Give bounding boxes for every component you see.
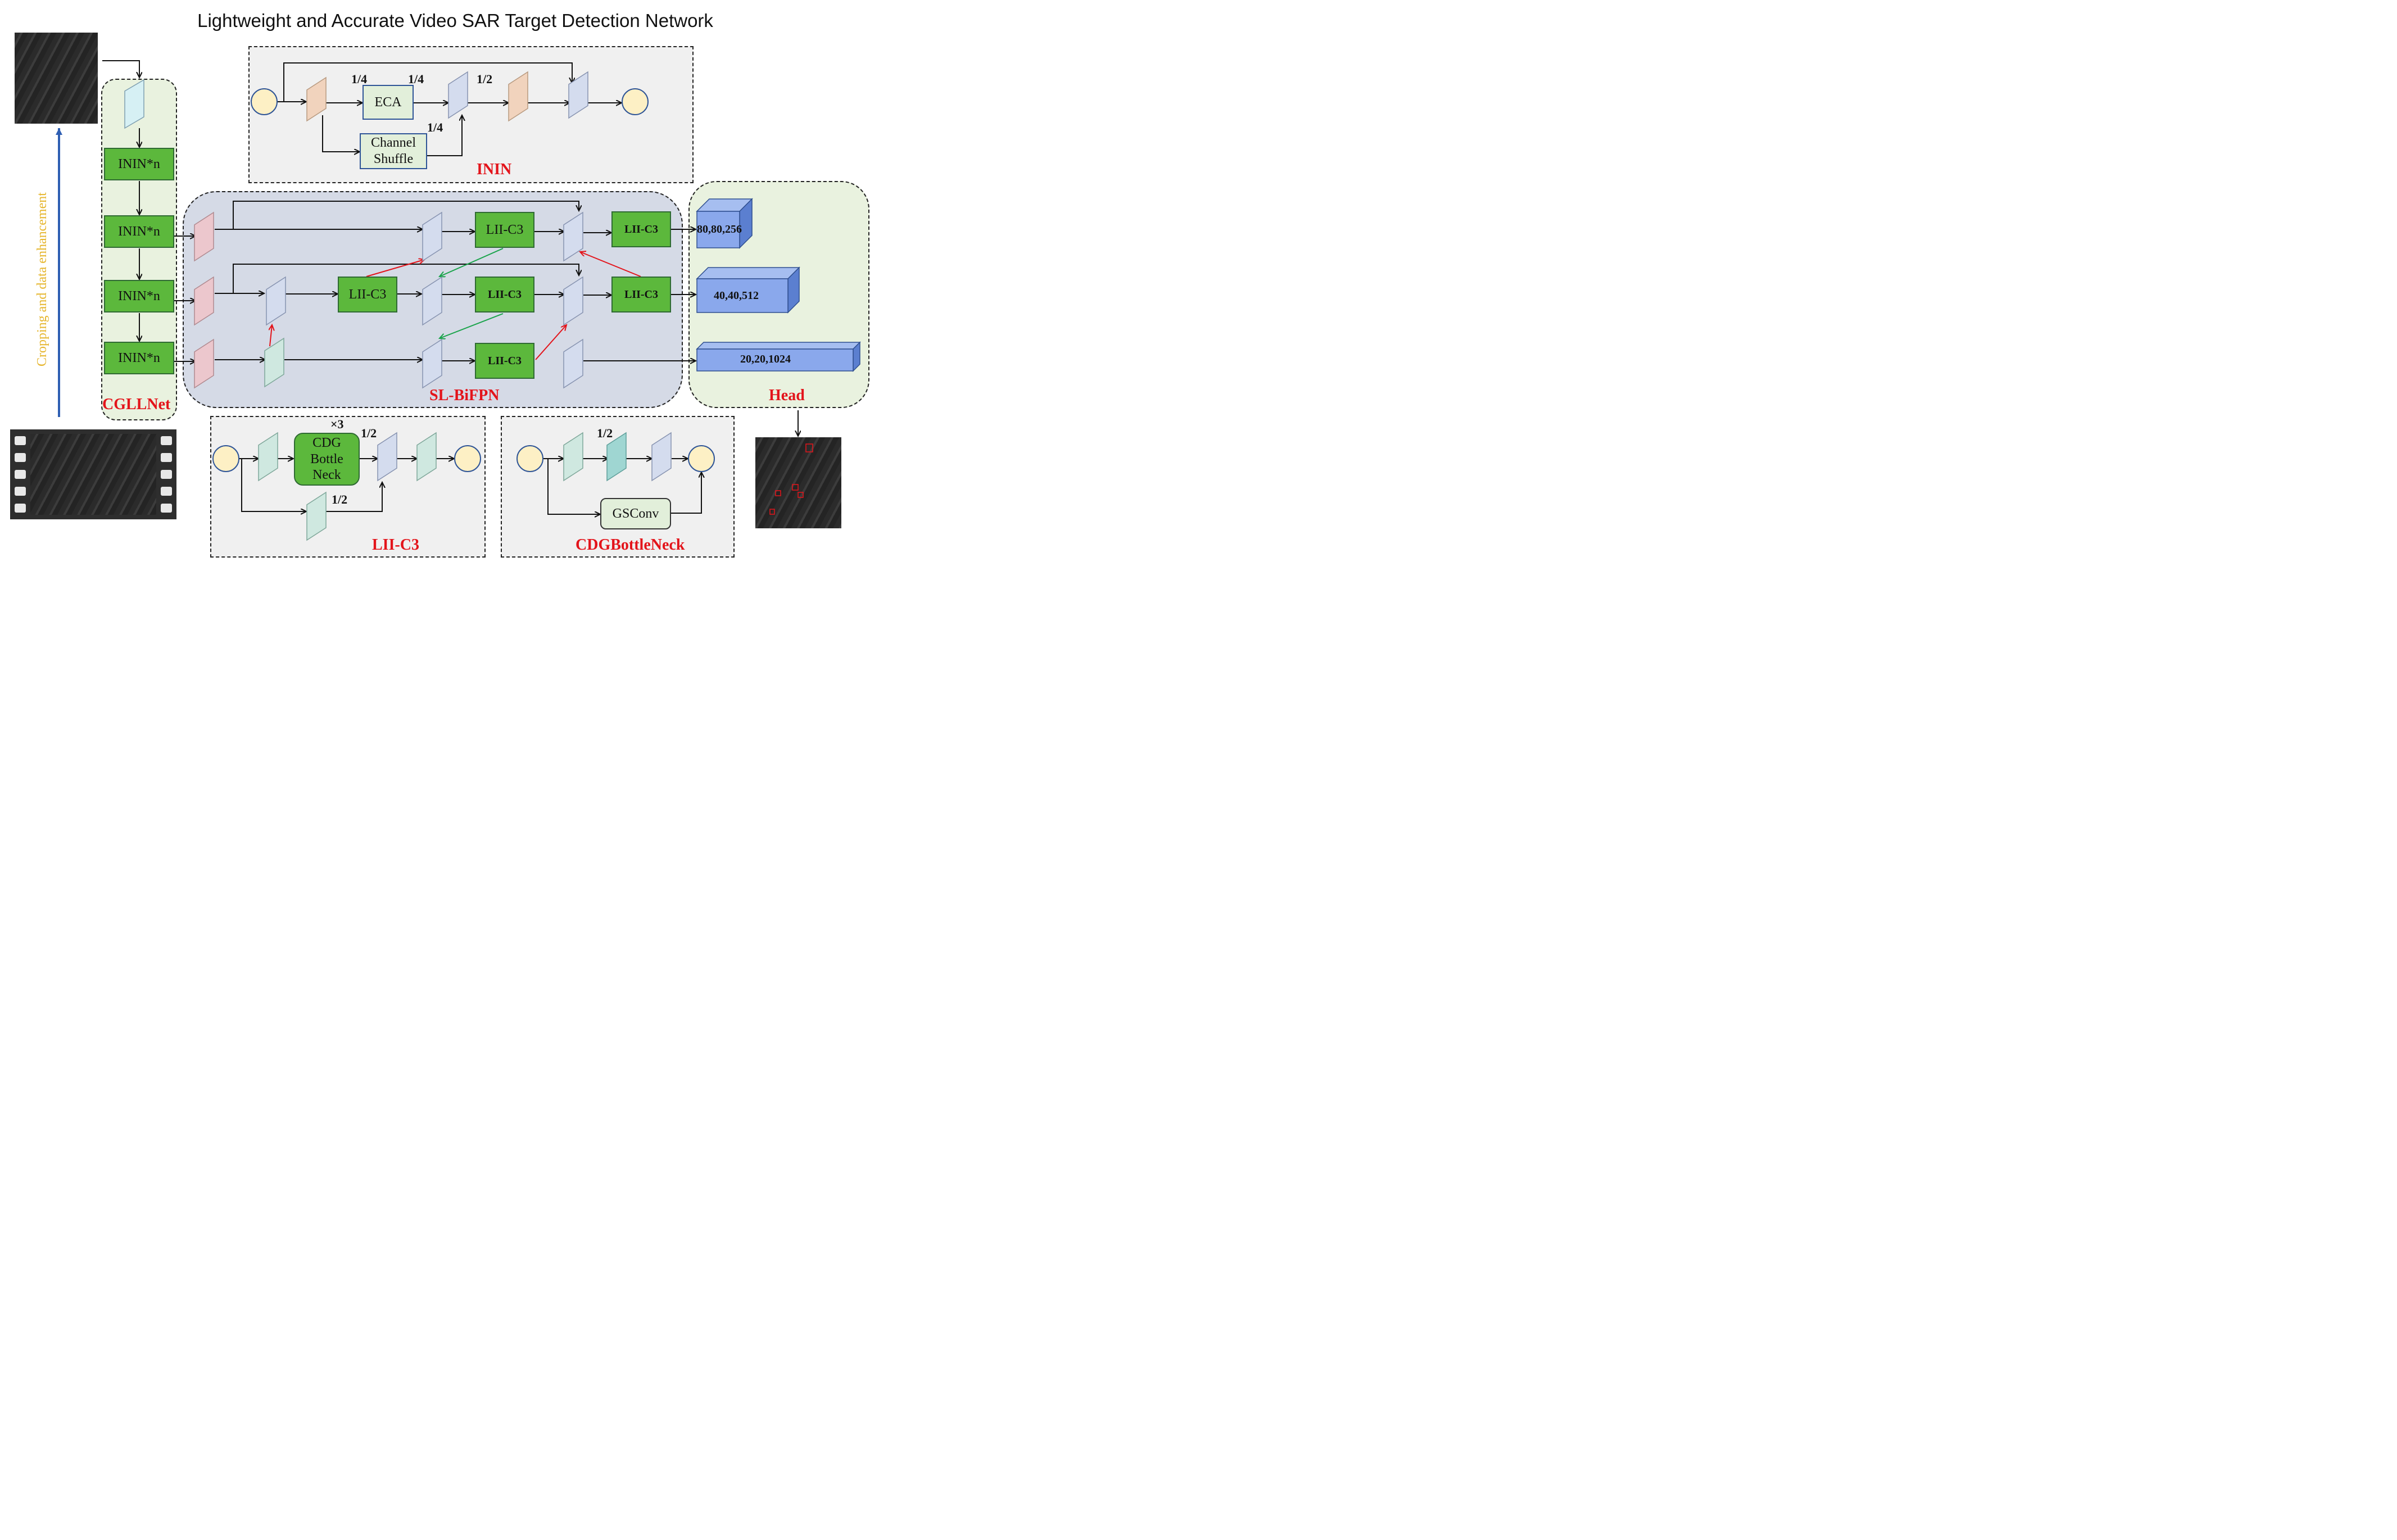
cdgbottleneck-panel: [501, 416, 735, 558]
lii-c3-p4-out: LII-C3: [611, 277, 671, 312]
inin-block-2: ININ*n: [104, 215, 174, 248]
feature-map: [568, 71, 588, 119]
output-size-40: 40,40,512: [714, 289, 759, 302]
eca-block: ECA: [363, 85, 414, 120]
sl-bifpn-label: SL-BiFPN: [429, 387, 500, 404]
cdg-bottleneck-block: CDG Bottle Neck: [294, 433, 360, 486]
film-hole: [15, 436, 26, 445]
feature-map: [422, 338, 442, 389]
inin-label: ININ: [477, 161, 512, 178]
inin-input-node: [251, 88, 278, 115]
cdg-output-node: [688, 445, 715, 472]
film-hole: [15, 504, 26, 513]
feature-map: [306, 491, 327, 541]
film-hole: [161, 487, 172, 496]
inin-block-4: ININ*n: [104, 342, 174, 374]
output-cube-40: [696, 267, 800, 279]
feature-map: [266, 276, 286, 326]
channel-shuffle-line-1: Channel: [371, 135, 416, 151]
feature-map: [194, 211, 214, 262]
detection-box: [805, 443, 813, 452]
head-label: Head: [769, 387, 805, 404]
film-frame-image: [30, 434, 156, 515]
lii-c3-p3-top-down: LII-C3: [475, 212, 534, 248]
lii-c3-p4-mid: LII-C3: [338, 277, 397, 312]
feature-map: [124, 79, 144, 129]
detection-box: [798, 492, 804, 498]
lii-input-node: [212, 445, 239, 472]
cdg-line-1: CDG: [312, 435, 341, 450]
video-film-strip: [10, 429, 176, 519]
input-sar-image: [15, 33, 98, 124]
feature-map: [563, 338, 583, 389]
feature-map: [306, 76, 327, 122]
feature-map: [508, 71, 528, 122]
output-cube-20: [696, 342, 861, 350]
output-size-20: 20,20,1024: [740, 353, 791, 365]
cdg-line-2: Bottle: [310, 451, 343, 466]
lii-c3-p5: LII-C3: [475, 343, 534, 379]
detection-box: [775, 490, 781, 496]
cdg-line-3: Neck: [312, 468, 341, 483]
lii-c3-label: LII-C3: [372, 536, 420, 554]
feature-map: [258, 432, 278, 482]
cdg-input-node: [516, 445, 543, 472]
inin-panel: [248, 46, 694, 183]
feature-map: [651, 432, 672, 482]
feature-map: [377, 432, 397, 482]
film-hole: [15, 453, 26, 462]
output-cube-80: [696, 211, 740, 248]
output-size-80: 80,80,256: [697, 223, 742, 235]
lii-ratio-b: 1/2: [332, 492, 348, 506]
lii-output-node: [454, 445, 481, 472]
film-hole: [15, 470, 26, 479]
feature-map: [563, 276, 583, 326]
film-hole: [15, 487, 26, 496]
feature-map: [194, 338, 214, 389]
feature-map: [606, 432, 627, 482]
inin-block-1: ININ*n: [104, 148, 174, 180]
inin-output-node: [622, 88, 649, 115]
feature-map: [416, 432, 437, 482]
film-hole: [161, 504, 172, 513]
output-cube-20: [696, 348, 854, 372]
film-hole: [161, 453, 172, 462]
feature-map: [563, 211, 583, 262]
cgllnet-label: CGLLNet: [102, 396, 171, 413]
feature-map: [422, 276, 442, 326]
inin-ratio-a: 1/4: [351, 72, 368, 86]
cdg-ratio: 1/2: [597, 426, 613, 440]
film-hole: [161, 470, 172, 479]
inin-ratio-d: 1/4: [427, 120, 443, 134]
cropping-label: Cropping and data enhancement: [35, 192, 49, 366]
feature-map: [194, 276, 214, 326]
detection-box: [769, 509, 775, 515]
feature-map: [264, 337, 284, 388]
page-title: Lightweight and Accurate Video SAR Targe…: [197, 10, 713, 31]
channel-shuffle-line-2: Shuffle: [373, 152, 414, 166]
lii-c3-p3-out: LII-C3: [611, 211, 671, 247]
inin-ratio-c: 1/2: [477, 72, 493, 86]
lii-ratio-a: 1/2: [361, 426, 377, 440]
detection-box: [792, 484, 799, 491]
feature-map: [422, 211, 442, 262]
output-cube-40: [696, 278, 789, 313]
gsconv-block: GSConv: [600, 498, 671, 529]
inin-ratio-b: 1/4: [408, 72, 424, 86]
channel-shuffle-block: Channel Shuffle: [360, 133, 427, 169]
inin-block-3: ININ*n: [104, 280, 174, 312]
cdgbottleneck-label: CDGBottleNeck: [576, 536, 685, 554]
lii-c3-p4-top-down: LII-C3: [475, 277, 534, 312]
feature-map: [563, 432, 583, 482]
connection-arrows: [56, 60, 861, 541]
feature-map: [448, 71, 468, 119]
repeat-count: ×3: [330, 417, 344, 431]
film-hole: [161, 436, 172, 445]
